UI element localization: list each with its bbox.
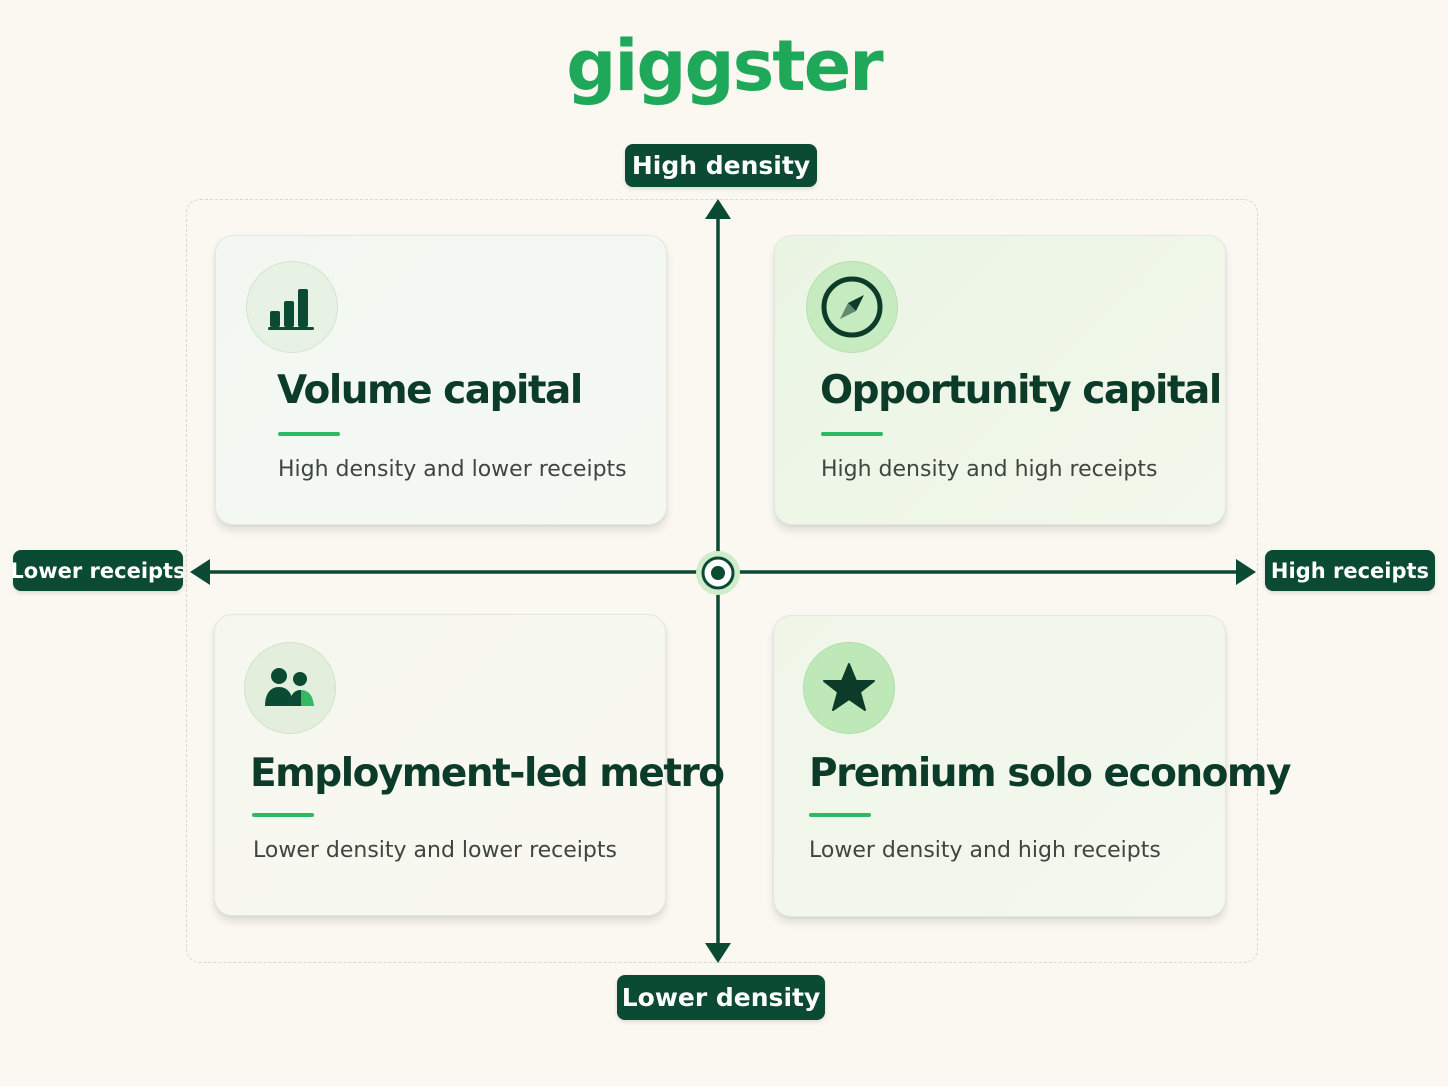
quadrant-title: Volume capital: [277, 368, 583, 413]
arrow-down: [705, 943, 731, 963]
axis-label-lower-receipts: Lower receipts: [10, 550, 186, 591]
arrow-up: [705, 199, 731, 219]
brand-logo: giggster: [566, 25, 883, 107]
title-underline: [252, 813, 314, 817]
quadrant-title: Opportunity capital: [820, 368, 1222, 413]
axis-label-lower-density: Lower density: [617, 975, 825, 1020]
quadrant-subtitle: High density and lower receipts: [278, 457, 627, 482]
quadrant-title: Employment-led metro: [250, 751, 725, 796]
quadrant-subtitle: Lower density and high receipts: [809, 838, 1161, 863]
arrow-right: [1236, 559, 1256, 585]
quadrant-card-volume-capital: Volume capital High density and lower re…: [215, 235, 667, 525]
quadrant-frame: [186, 199, 1258, 963]
compass-icon: [806, 261, 898, 353]
quadrant-title: Premium solo economy: [809, 751, 1291, 796]
people-icon: [244, 642, 336, 734]
quadrant-card-employment-led-metro: Employment-led metro Lower density and l…: [214, 614, 725, 916]
title-underline: [278, 432, 340, 436]
arrow-left: [190, 559, 210, 585]
center-marker: [696, 551, 740, 595]
quadrant-subtitle: High density and high receipts: [821, 457, 1158, 482]
quadrant-card-premium-solo-economy: Premium solo economy Lower density and h…: [773, 615, 1291, 917]
axis-label-high-receipts: High receipts: [1265, 550, 1435, 591]
star-icon: [803, 642, 895, 734]
bar-chart-icon: [246, 261, 338, 353]
title-underline: [809, 813, 871, 817]
axis-label-high-density: High density: [625, 144, 817, 187]
title-underline: [821, 432, 883, 436]
quadrant-subtitle: Lower density and lower receipts: [253, 838, 617, 863]
quadrant-card-opportunity-capital: Opportunity capital High density and hig…: [774, 235, 1226, 525]
